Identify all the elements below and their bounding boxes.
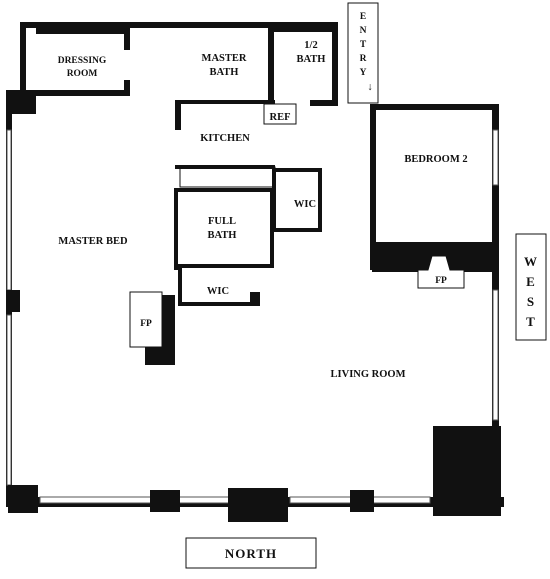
fireplace-bed2-box — [417, 255, 465, 289]
label-dressing-room-line1: DRESSING — [58, 56, 107, 66]
label-dressing-room-line2: ROOM — [67, 69, 98, 79]
west-indicator: W E S T — [515, 233, 547, 341]
west-letter-2: E — [526, 274, 536, 289]
room-labels: DRESSING ROOM MASTER BATH 1/2 BATH KITCH… — [58, 40, 468, 380]
label-fireplace-west: FP — [140, 319, 152, 329]
label-wic-upper: WIC — [294, 199, 316, 210]
label-kitchen: KITCHEN — [200, 133, 250, 144]
label-fireplace-bed2: FP — [435, 276, 447, 286]
label-full-bath-line1: FULL — [208, 216, 236, 227]
entry-arrow-icon: ↓ — [367, 82, 372, 93]
windows — [6, 129, 499, 504]
fireplaces — [129, 255, 465, 348]
entry-letter-3: T — [360, 40, 367, 50]
fireplace-west-box — [129, 291, 163, 348]
label-master-bath-line1: MASTER — [202, 53, 247, 64]
west-letter-1: W — [524, 254, 538, 269]
label-wic-lower: WIC — [207, 286, 229, 297]
entry-letter-5: Y — [360, 68, 367, 78]
north-label: NORTH — [225, 546, 277, 561]
entry-indicator: E N T R Y ↓ — [347, 2, 379, 104]
label-refrigerator: REF — [270, 112, 291, 123]
label-half-bath-line2: BATH — [297, 54, 326, 65]
label-full-bath-line2: BATH — [208, 230, 237, 241]
west-letter-4: T — [526, 314, 536, 329]
label-living-room: LIVING ROOM — [331, 369, 406, 380]
columns — [6, 290, 501, 522]
entry-letter-2: N — [360, 26, 367, 36]
entry-letter-1: E — [360, 12, 366, 22]
label-half-bath-line1: 1/2 — [304, 40, 317, 51]
west-letter-3: S — [527, 294, 535, 309]
interior-walls — [36, 28, 499, 365]
label-bedroom-2: BEDROOM 2 — [404, 154, 467, 165]
entry-letter-4: R — [360, 54, 367, 64]
label-master-bath-line2: BATH — [210, 67, 239, 78]
label-master-bed: MASTER BED — [58, 236, 128, 247]
north-indicator: NORTH — [185, 537, 317, 569]
